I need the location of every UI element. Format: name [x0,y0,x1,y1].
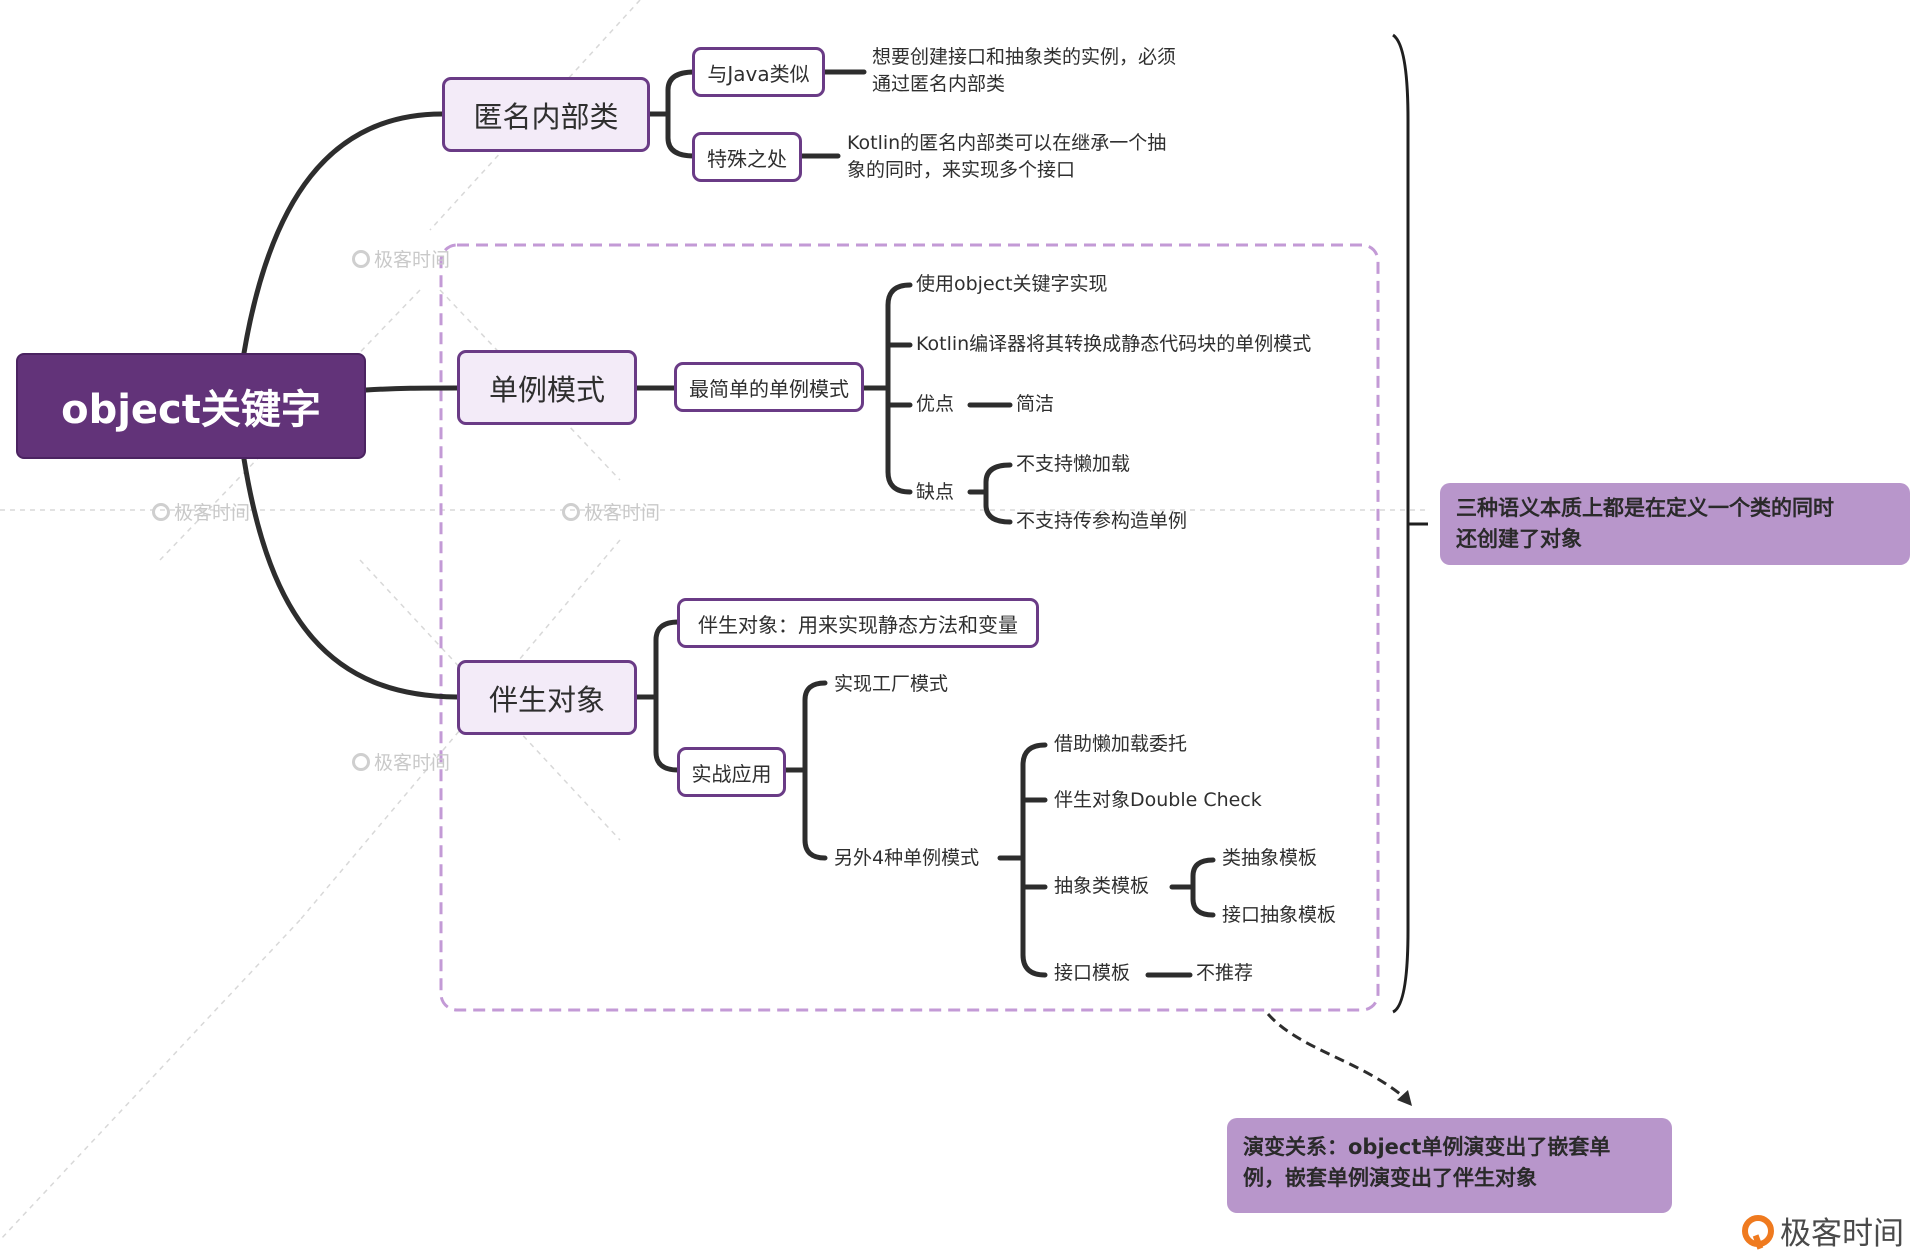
leaf-compiler-static-block: Kotlin编译器将其转换成静态代码块的单例模式 [916,333,1312,355]
node-practical-application[interactable]: 实战应用 [677,747,786,797]
leaf-disadvantage: 缺点 [916,481,955,503]
watermark-logo-icon [562,502,580,521]
leaf-other-four-singletons: 另外4种单例模式 [834,847,980,869]
summary-bracket [1392,33,1410,1014]
branch-anonymous-inner-class[interactable]: 匿名内部类 [442,77,650,152]
leaf-lazy-delegate: 借助懒加载委托 [1054,733,1188,755]
watermark: 极客时间 [352,245,450,272]
watermark-logo-icon [152,502,170,521]
watermark: 极客时间 [152,498,250,525]
watermark: 极客时间 [562,498,660,525]
root-to-companion [241,456,460,700]
leaf-no-lazy-loading: 不支持懒加载 [1016,453,1131,475]
branch-companion-object[interactable]: 伴生对象 [457,660,637,735]
leaf-abstract-class-template: 抽象类模板 [1054,875,1150,897]
detail-special-feature: Kotlin的匿名内部类可以在继承一个抽 象的同时，来实现多个接口 [847,132,1167,181]
leaf-no-param-construction: 不支持传参构造单例 [1016,510,1188,532]
brand-q-icon [1742,1214,1774,1247]
leaf-factory-pattern: 实现工厂模式 [834,673,949,695]
leaf-not-recommended: 不推荐 [1196,962,1254,984]
leaf-advantage: 优点 [916,393,955,415]
summary-note[interactable]: 三种语义本质上都是在定义一个类的同时 还创建了对象 [1440,483,1910,565]
watermark-logo-icon [352,752,370,771]
node-simplest-singleton[interactable]: 最简单的单例模式 [674,362,864,412]
leaf-use-object-keyword: 使用object关键字实现 [916,273,1108,295]
root-label: object关键字 [61,387,321,433]
node-similar-to-java[interactable]: 与Java类似 [692,47,825,97]
brand-logo: 极客时间 [1742,1208,1904,1253]
root-node[interactable]: object关键字 [16,353,366,459]
node-special-feature[interactable]: 特殊之处 [692,132,802,182]
watermark: 极客时间 [352,748,450,775]
branch-singleton[interactable]: 单例模式 [457,350,637,425]
root-to-anonymous [241,111,445,356]
leaf-interface-abstract-template: 接口抽象模板 [1222,904,1337,926]
leaf-double-check: 伴生对象Double Check [1054,789,1262,811]
leaf-concise: 简洁 [1016,393,1055,415]
leaf-interface-template: 接口模板 [1054,962,1131,984]
evolution-arrow [1266,1013,1406,1100]
watermark-logo-icon [352,249,370,268]
evolution-note[interactable]: 演变关系：object单例演变出了嵌套单 例，嵌套单例演变出了伴生对象 [1227,1118,1672,1213]
root-to-singleton [363,385,460,393]
detail-similar-to-java: 想要创建接口和抽象类的实例，必须 通过匿名内部类 [872,46,1177,95]
node-companion-static[interactable]: 伴生对象：用来实现静态方法和变量 [677,598,1039,648]
leaf-class-abstract-template: 类抽象模板 [1222,847,1318,869]
